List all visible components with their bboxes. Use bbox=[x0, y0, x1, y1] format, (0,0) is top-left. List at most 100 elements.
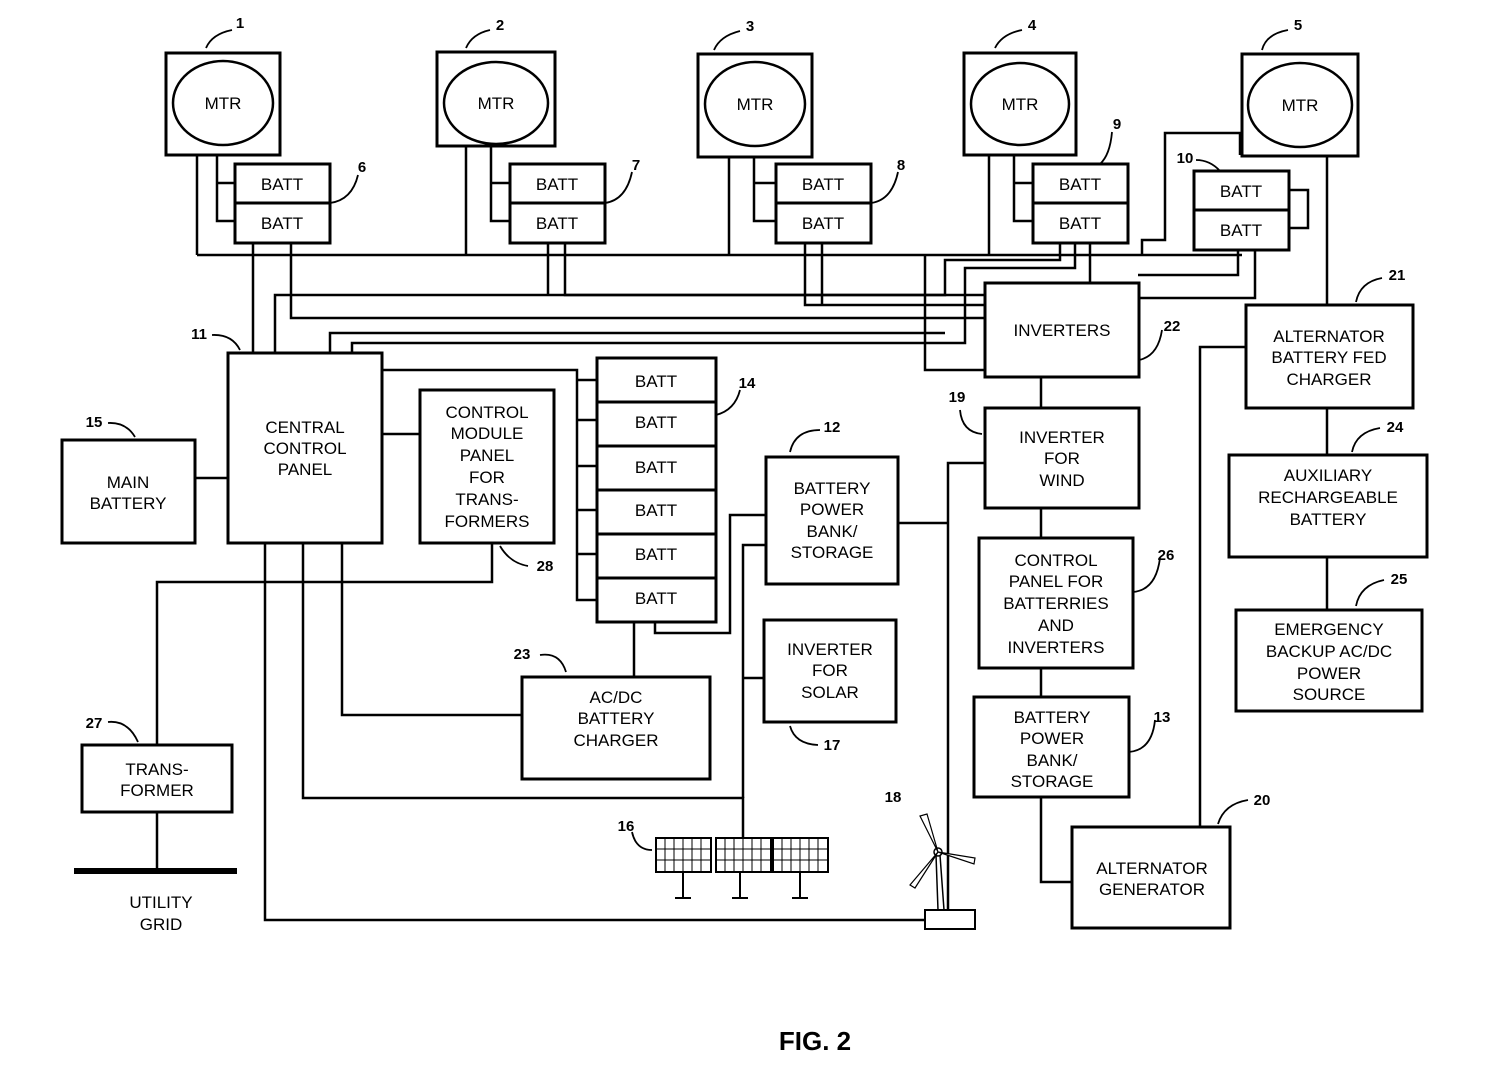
ref-auxiliary-rechargeable-battery: 24 bbox=[1387, 419, 1404, 436]
control-module-panel-line-6: FORMERS bbox=[445, 512, 530, 531]
control-panel-bi-line-1: CONTROL bbox=[1014, 551, 1097, 570]
ac-dc-battery-charger: AC/DC BATTERY CHARGER bbox=[522, 677, 710, 779]
control-panel-bi-line-4: AND bbox=[1038, 616, 1074, 635]
battery-pair-9-top: BATT bbox=[1059, 175, 1101, 194]
battery-pair-10: BATT BATT bbox=[1194, 171, 1289, 250]
motor-5: MTR bbox=[1242, 54, 1358, 156]
battery-power-bank-12-line-1: BATTERY bbox=[794, 479, 871, 498]
alternator-generator-line-1: ALTERNATOR bbox=[1096, 859, 1207, 878]
ref-battery-pair-7: 7 bbox=[632, 157, 640, 174]
transformer-line-1: TRANS- bbox=[125, 760, 188, 779]
motor-5-label: MTR bbox=[1282, 96, 1319, 115]
alt-battery-fed-charger-line-2: BATTERY FED bbox=[1271, 348, 1386, 367]
control-panel-bi-line-2: PANEL FOR bbox=[1009, 572, 1103, 591]
ac-dc-battery-charger-line-1: AC/DC bbox=[590, 688, 643, 707]
battery-power-bank-12-line-4: STORAGE bbox=[791, 543, 874, 562]
motor-4: MTR bbox=[964, 53, 1076, 155]
main-battery-line-1: MAIN bbox=[107, 473, 150, 492]
motor-3: MTR bbox=[698, 54, 812, 157]
ref-battery-pair-6: 6 bbox=[358, 159, 366, 176]
ac-dc-battery-charger-line-2: BATTERY bbox=[578, 709, 655, 728]
emergency-backup-line-1: EMERGENCY bbox=[1274, 620, 1384, 639]
ref-solar-panels: 16 bbox=[618, 818, 635, 835]
battery-power-bank-12-line-3: BANK/ bbox=[806, 522, 857, 541]
ref-motor-1: 1 bbox=[236, 15, 244, 32]
battery-pair-7: BATT BATT bbox=[510, 164, 605, 243]
ref-motor-4: 4 bbox=[1028, 17, 1037, 34]
aux-rechargeable-battery-line-1: AUXILIARY bbox=[1284, 466, 1373, 485]
central-control-panel-line-3: PANEL bbox=[278, 460, 333, 479]
ref-motor-2: 2 bbox=[496, 17, 504, 34]
battery-stack-cell-3: BATT bbox=[635, 458, 677, 477]
battery-pair-6-bottom: BATT bbox=[261, 214, 303, 233]
aux-rechargeable-battery-line-2: RECHARGEABLE bbox=[1258, 488, 1398, 507]
aux-rechargeable-battery-line-3: BATTERY bbox=[1290, 510, 1367, 529]
inverter-for-wind-line-3: WIND bbox=[1039, 471, 1084, 490]
ref-control-module-panel: 28 bbox=[537, 558, 554, 575]
battery-power-bank-13-line-4: STORAGE bbox=[1011, 772, 1094, 791]
control-panel-bi-line-5: INVERTERS bbox=[1008, 638, 1105, 657]
battery-stack-cell-2: BATT bbox=[635, 413, 677, 432]
battery-pair-9: BATT BATT bbox=[1033, 164, 1128, 243]
ref-battery-power-bank-12: 12 bbox=[824, 419, 841, 436]
battery-pair-7-bottom: BATT bbox=[536, 214, 578, 233]
motor-3-label: MTR bbox=[737, 95, 774, 114]
control-module-panel-line-1: CONTROL bbox=[445, 403, 528, 422]
battery-pair-8-top: BATT bbox=[802, 175, 844, 194]
inverter-for-solar-line-2: FOR bbox=[812, 661, 848, 680]
emergency-backup-line-4: SOURCE bbox=[1293, 685, 1366, 704]
solar-panel-icon bbox=[716, 838, 771, 898]
battery-pair-9-bottom: BATT bbox=[1059, 214, 1101, 233]
alt-battery-fed-charger-line-3: CHARGER bbox=[1286, 370, 1371, 389]
battery-pair-7-top: BATT bbox=[536, 175, 578, 194]
emergency-backup-line-2: BACKUP AC/DC bbox=[1266, 642, 1392, 661]
control-module-panel-line-4: FOR bbox=[469, 468, 505, 487]
inverter-for-solar: INVERTER FOR SOLAR bbox=[764, 620, 896, 722]
battery-power-bank-13-line-1: BATTERY bbox=[1014, 708, 1091, 727]
utility-grid-line-1: UTILITY bbox=[129, 893, 192, 912]
solar-panels bbox=[656, 838, 828, 898]
ref-motor-3: 3 bbox=[746, 18, 754, 35]
battery-power-bank-13: BATTERY POWER BANK/ STORAGE bbox=[974, 697, 1129, 797]
motor-1: MTR bbox=[166, 53, 280, 155]
emergency-backup-line-3: POWER bbox=[1297, 664, 1361, 683]
inverters-label: INVERTERS bbox=[1014, 321, 1111, 340]
alternator-generator-line-2: GENERATOR bbox=[1099, 880, 1205, 899]
control-module-panel-line-3: PANEL bbox=[460, 446, 515, 465]
ref-battery-power-bank-13: 13 bbox=[1154, 709, 1171, 726]
ac-dc-battery-charger-line-3: CHARGER bbox=[573, 731, 658, 750]
control-module-panel-line-2: MODULE bbox=[451, 424, 524, 443]
alt-battery-fed-charger-line-1: ALTERNATOR bbox=[1273, 327, 1384, 346]
auxiliary-rechargeable-battery: AUXILIARY RECHARGEABLE BATTERY bbox=[1229, 455, 1427, 557]
ref-central-control-panel: 11 bbox=[191, 326, 207, 343]
motor-1-label: MTR bbox=[205, 94, 242, 113]
alternator-generator: ALTERNATOR GENERATOR bbox=[1072, 827, 1230, 928]
main-battery: MAIN BATTERY bbox=[62, 440, 195, 543]
ref-ac-dc-battery-charger: 23 bbox=[514, 646, 531, 663]
transformer-line-2: FORMER bbox=[120, 781, 194, 800]
ref-battery-stack: 14 bbox=[739, 375, 756, 392]
battery-pair-6: BATT BATT bbox=[235, 164, 330, 243]
ref-emergency-backup: 25 bbox=[1391, 571, 1408, 588]
battery-power-bank-12-line-2: POWER bbox=[800, 500, 864, 519]
main-battery-line-2: BATTERY bbox=[90, 494, 167, 513]
motor-2: MTR bbox=[437, 52, 555, 146]
battery-power-bank-13-line-2: POWER bbox=[1020, 729, 1084, 748]
wind-turbine-icon bbox=[910, 814, 975, 929]
solar-panel-icon bbox=[656, 838, 711, 898]
inverter-for-solar-line-1: INVERTER bbox=[787, 640, 873, 659]
ref-inverters: 22 bbox=[1164, 318, 1181, 335]
ref-alternator-generator: 20 bbox=[1254, 792, 1271, 809]
battery-pair-6-top: BATT bbox=[261, 175, 303, 194]
control-module-panel: CONTROL MODULE PANEL FOR TRANS- FORMERS bbox=[420, 390, 554, 543]
ref-inverter-for-wind: 19 bbox=[949, 389, 966, 406]
ref-inverter-for-solar: 17 bbox=[824, 737, 841, 754]
inverters: INVERTERS bbox=[985, 283, 1139, 377]
battery-pair-8: BATT BATT bbox=[776, 164, 871, 243]
alternator-battery-fed-charger: ALTERNATOR BATTERY FED CHARGER bbox=[1246, 305, 1413, 408]
battery-power-bank-12: BATTERY POWER BANK/ STORAGE bbox=[766, 457, 898, 584]
central-control-panel-line-1: CENTRAL bbox=[265, 418, 344, 437]
battery-pair-10-bottom: BATT bbox=[1220, 221, 1262, 240]
battery-pair-10-top: BATT bbox=[1220, 182, 1262, 201]
